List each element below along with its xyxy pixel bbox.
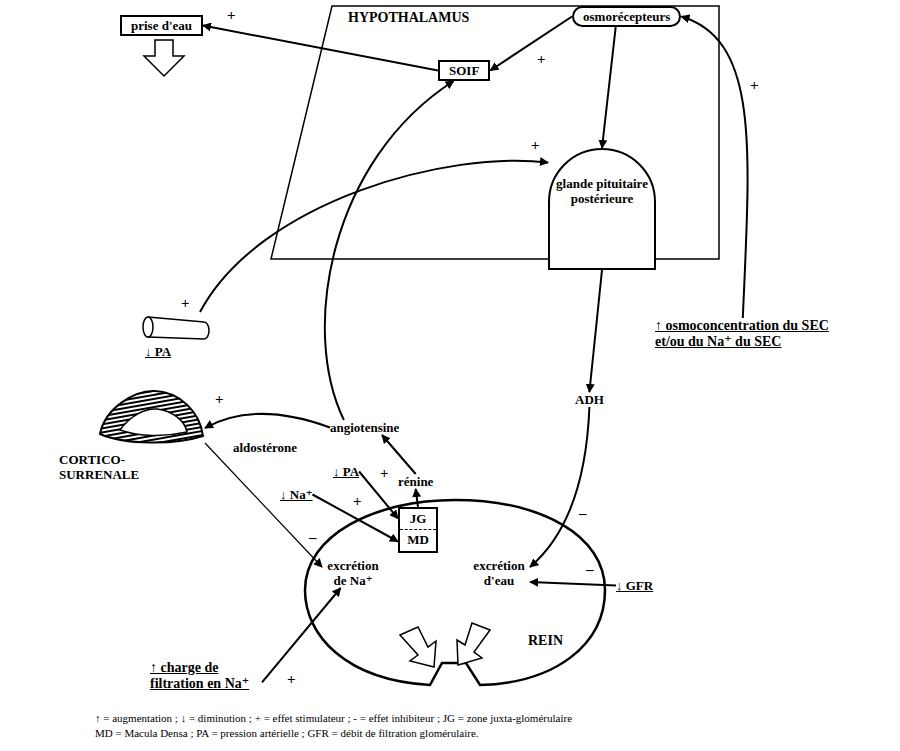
edge-label: –	[585, 562, 595, 577]
edge-label: +	[226, 8, 237, 23]
process-box: prise d'eau	[120, 15, 203, 36]
edge-label: –	[578, 506, 588, 521]
connector-arrow	[262, 588, 341, 682]
connector-arrow	[490, 17, 572, 71]
adrenal-gland: CORTICO- SURRENALE	[55, 388, 205, 488]
connector-arrow	[602, 27, 616, 148]
node-text: ↓ Na⁺	[280, 487, 313, 502]
sign-label: –	[308, 530, 318, 545]
stimulus-text: ↓ GFR	[616, 578, 653, 593]
connector-arrow	[203, 26, 438, 71]
node-text: excrétion de Na⁺	[322, 558, 384, 588]
edge-label: aldostérone	[232, 440, 298, 455]
node-text: ↓ GFR	[616, 578, 653, 593]
connector-arrow	[681, 17, 747, 319]
node-text: excrétion d'eau	[468, 558, 530, 588]
node-text: SOIF	[449, 63, 479, 78]
connector-arrow	[205, 414, 330, 428]
receptor-box: osmorécepteurs	[572, 6, 681, 27]
hormone-label: rénine	[398, 474, 433, 489]
footnote-text: ↑ = augmentation ; ↓ = diminution ; + = …	[95, 712, 572, 725]
stimulus-text: ↑ charge de filtration en Na⁺	[150, 660, 262, 692]
process-text: excrétion de Na⁺	[322, 558, 384, 588]
edge-label: +	[379, 466, 390, 481]
node-text: CORTICO- SURRENALE	[59, 452, 154, 482]
connector-arrow	[200, 161, 548, 312]
node-subtext: MD	[400, 530, 436, 550]
node-text: angiotensine	[330, 420, 399, 435]
node-text: ↑ charge de filtration en Na⁺	[150, 660, 262, 692]
process-box: SOIF	[438, 60, 490, 81]
node-text: ↓ PA	[145, 344, 215, 359]
edge-label: +	[214, 392, 225, 407]
node-text: JG	[400, 509, 436, 530]
sign-label: +	[180, 296, 191, 311]
connector-arrow	[313, 495, 399, 542]
connector-arrow	[325, 81, 454, 420]
jg-md-box: JGMD	[398, 507, 438, 553]
node-text: ↓ PA	[333, 464, 359, 479]
footnote-text: MD = Macula Densa ; PA = pression artéri…	[95, 727, 479, 740]
connector-arrow	[530, 407, 589, 567]
process-text: excrétion d'eau	[468, 558, 530, 588]
connector-arrow	[205, 443, 322, 567]
edge-label: +	[286, 672, 297, 687]
stimulus-text: ↑ osmoconcentration du SEC et/ou du Na⁺ …	[655, 318, 850, 350]
kidney-outline: REIN excrétion de Na⁺ excrétion d'eau	[300, 495, 610, 690]
stimulus-text: ↓ PA	[333, 464, 359, 479]
vessel-symbol	[140, 312, 215, 342]
stimulus-text: ↓ Na⁺	[280, 487, 313, 502]
connector-arrow	[416, 489, 418, 507]
hormone-label: ADH	[575, 392, 604, 407]
kidney-symbol	[300, 495, 610, 690]
connector-arrow	[530, 582, 616, 586]
node-text: glande pituitaire postérieure	[556, 176, 648, 206]
node-text: ↑ osmoconcentration du SEC et/ou du Na⁺ …	[655, 318, 850, 350]
edge-label: +	[530, 138, 541, 153]
edge-label: +	[352, 494, 363, 509]
node-text: ADH	[575, 392, 604, 407]
edge-label: +	[536, 52, 547, 67]
node-text: REIN	[528, 633, 610, 649]
hollow-arrow	[144, 40, 184, 76]
node-text: rénine	[398, 474, 433, 489]
node-text: osmorécepteurs	[583, 9, 670, 24]
gland-outline	[548, 148, 656, 270]
gland-dome: glande pituitaire postérieure	[548, 148, 656, 270]
edge-label: +	[749, 78, 760, 93]
adrenal-symbol	[95, 388, 205, 448]
vessel-icon: ↓ PA	[140, 312, 215, 359]
node-text: prise d'eau	[131, 18, 192, 33]
connector-arrow	[589, 270, 602, 392]
hormone-label: angiotensine	[330, 420, 399, 435]
